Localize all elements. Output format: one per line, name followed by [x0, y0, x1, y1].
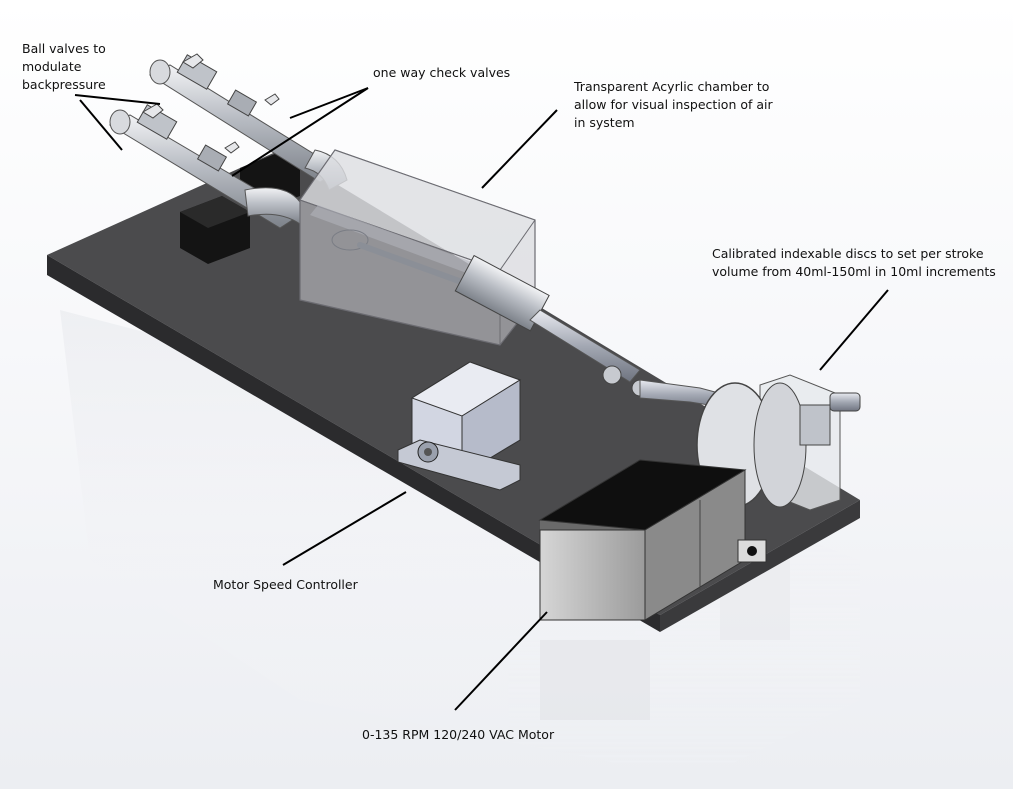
leader-motor-speed-controller [282, 491, 407, 566]
leader-acrylic-chamber [481, 109, 558, 189]
drive-motor [538, 459, 767, 621]
label-motor: 0-135 RPM 120/240 VAC Motor [362, 727, 555, 742]
label-indexable-discs: Calibrated indexable discs to set per st… [712, 246, 996, 279]
label-acrylic-chamber: Transparent Acyrlic chamber to allow for… [574, 79, 773, 130]
leader-check-valves-1 [289, 87, 369, 119]
crank-disc-assembly [696, 374, 861, 511]
label-motor-speed-controller: Motor Speed Controller [213, 577, 358, 592]
valve-handle-icons [142, 53, 280, 154]
label-ball-valves: Ball valves to modulate backpressure [22, 41, 106, 92]
leader-ball-valves-1 [74, 94, 161, 105]
black-mount-blocks [180, 152, 300, 264]
acrylic-chamber [299, 149, 550, 346]
leader-ball-valves-2 [79, 99, 123, 151]
label-check-valves: one way check valves [373, 65, 511, 80]
motor-speed-controller [397, 361, 522, 491]
leader-lines [74, 87, 889, 711]
leader-check-valves-2 [231, 87, 369, 177]
leader-indexable-discs [819, 289, 889, 371]
leader-motor [454, 611, 548, 711]
